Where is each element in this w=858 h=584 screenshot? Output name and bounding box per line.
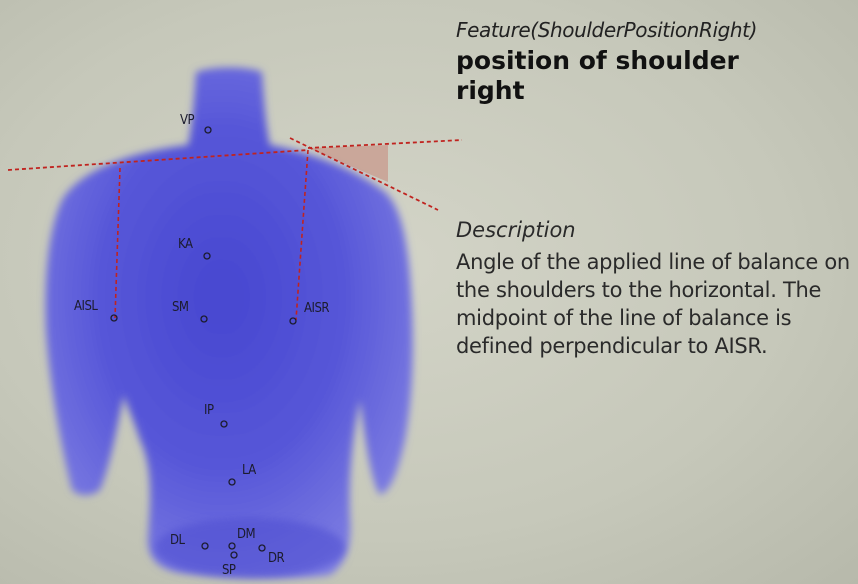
ip-point <box>220 420 228 428</box>
aisr-point <box>289 317 297 325</box>
description-text: Angle of the applied line of balance on … <box>456 250 850 358</box>
description-heading: Description <box>456 218 576 242</box>
sm-label: SM <box>172 300 189 315</box>
feature-info-panel: Feature(ShoulderPositionRight) position … <box>456 18 856 358</box>
la-label: LA <box>242 463 256 478</box>
horizontal-reference-line <box>7 149 309 171</box>
sm-point <box>200 315 208 323</box>
dm-point <box>228 542 236 550</box>
back-shape-svg <box>7 67 463 578</box>
pelvis-shade <box>155 518 345 578</box>
aisr-vertical-line <box>295 149 309 321</box>
vp-point <box>204 126 212 134</box>
ka-point <box>203 252 211 260</box>
aisl-point <box>110 314 118 322</box>
vp-label: VP <box>180 113 195 128</box>
dm-label: DM <box>237 527 256 542</box>
dr-point <box>258 544 266 552</box>
dl-point <box>201 542 209 550</box>
back-shape-figure: VP KA AISL SM AISR IP LA DL DM DR SP <box>7 67 463 578</box>
la-point <box>228 478 236 486</box>
aisr-label: AISR <box>304 301 330 316</box>
ka-label: KA <box>178 237 193 252</box>
feature-id: Feature(ShoulderPositionRight) <box>456 18 758 42</box>
sp-label: SP <box>222 563 236 578</box>
ip-label: IP <box>204 403 214 418</box>
dl-label: DL <box>170 533 185 548</box>
shoulder-angle-wedge <box>308 145 388 182</box>
horizontal-reference-line-right <box>307 139 463 149</box>
aisl-label: AISL <box>74 299 98 314</box>
back-torso-shape <box>45 67 413 578</box>
dr-label: DR <box>268 551 285 566</box>
sp-point <box>230 551 238 559</box>
feature-title: position of shoulder right <box>456 46 739 105</box>
